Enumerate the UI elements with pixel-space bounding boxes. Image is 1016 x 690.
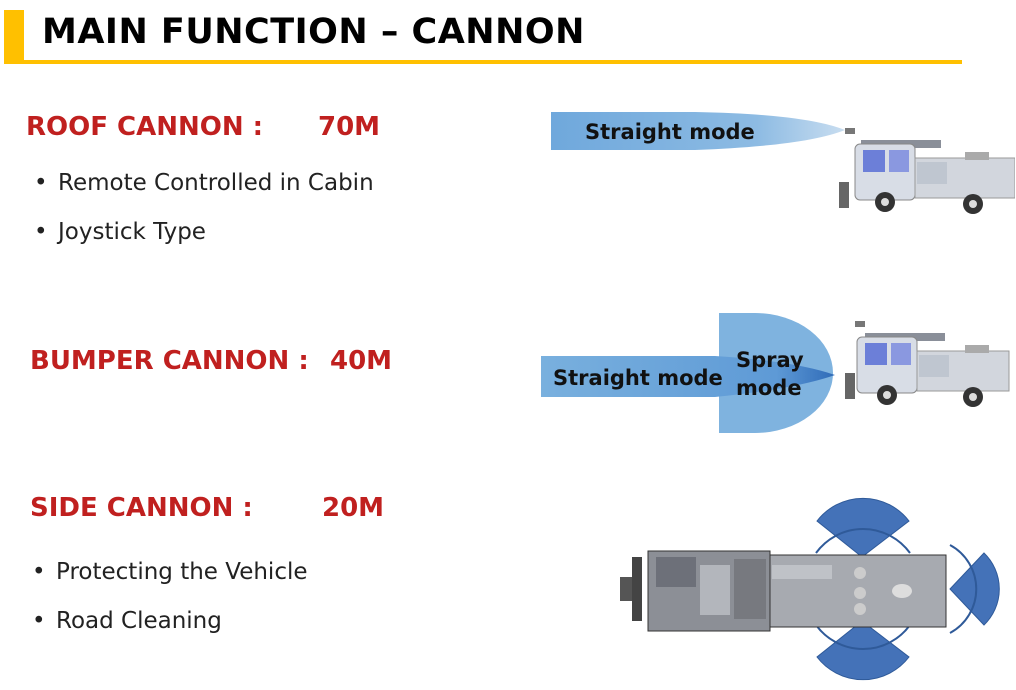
spray-fan-top	[816, 497, 910, 558]
list-item: Joystick Type	[32, 219, 374, 268]
fire-truck-side-icon	[839, 128, 1015, 214]
fire-truck-top-icon	[620, 550, 947, 632]
list-item: Remote Controlled in Cabin	[32, 170, 374, 219]
side-cannon-heading: SIDE CANNON :	[30, 493, 253, 523]
roof-cannon-heading: ROOF CANNON :	[26, 112, 264, 142]
water-stream-straight	[541, 356, 835, 397]
spray-label-line2: mode	[736, 376, 802, 400]
spray-fan-rear	[949, 552, 1000, 626]
title-accent-bar	[4, 10, 24, 62]
side-cannon-diagram	[620, 497, 1000, 681]
side-cannon-bullets: Protecting the Vehicle Road Cleaning	[30, 559, 308, 657]
bumper-cannon-diagram: Straight mode Spray mode	[541, 313, 1010, 433]
stream-label: Straight mode	[553, 366, 723, 390]
water-stream-straight	[551, 112, 845, 150]
bumper-cannon-heading: BUMPER CANNON :	[30, 346, 309, 376]
fire-truck-side-icon	[845, 321, 1010, 407]
list-item: Road Cleaning	[30, 608, 308, 657]
side-cannon-range: 20M	[322, 493, 385, 523]
spray-fan-bottom	[816, 620, 910, 681]
bumper-cannon-range: 40M	[330, 346, 393, 376]
roof-cannon-diagram: Straight mode	[551, 112, 1015, 214]
list-item: Protecting the Vehicle	[30, 559, 308, 608]
stream-label: Straight mode	[585, 120, 755, 144]
spray-label-line1: Spray	[736, 348, 804, 372]
title-underline	[4, 60, 962, 64]
page-title: MAIN FUNCTION – CANNON	[42, 12, 585, 52]
roof-cannon-bullets: Remote Controlled in Cabin Joystick Type	[32, 170, 374, 268]
roof-cannon-range: 70M	[318, 112, 381, 142]
